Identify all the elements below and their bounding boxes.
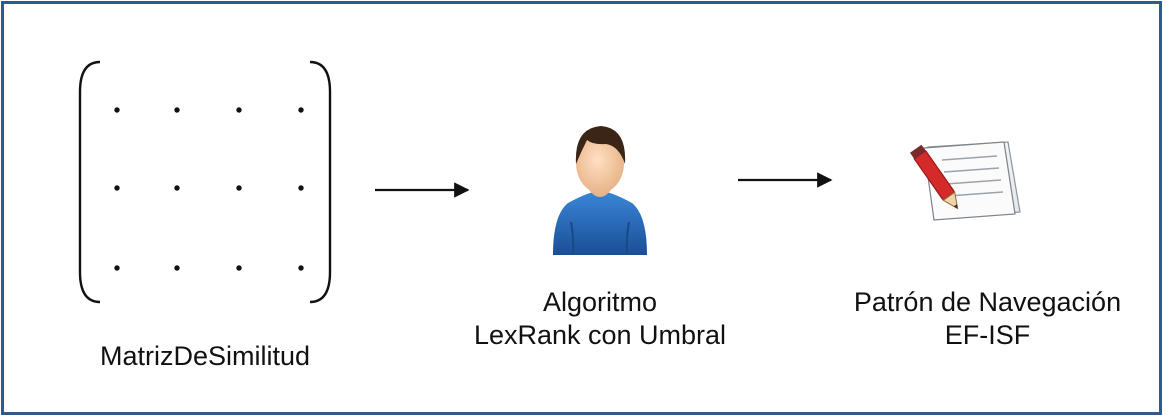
node-label-algorithm-line2: LexRank con Umbral bbox=[473, 320, 727, 350]
node-label-pattern: Patrón de Navegación EF-ISF bbox=[815, 286, 1160, 352]
document-pencil-icon bbox=[910, 141, 1021, 221]
node-label-pattern-line2: EF-ISF bbox=[944, 320, 1031, 350]
node-label-matrix: MatrizDeSimilitud bbox=[60, 340, 350, 373]
node-label-algorithm-line1: Algoritmo bbox=[542, 287, 658, 317]
node-label-pattern-line1: Patrón de Navegación bbox=[853, 287, 1122, 317]
node-label-matrix-text: MatrizDeSimilitud bbox=[99, 341, 311, 371]
matrix-icon bbox=[78, 60, 332, 304]
node-label-algorithm: Algoritmo LexRank con Umbral bbox=[430, 286, 770, 352]
user-icon bbox=[553, 126, 647, 256]
